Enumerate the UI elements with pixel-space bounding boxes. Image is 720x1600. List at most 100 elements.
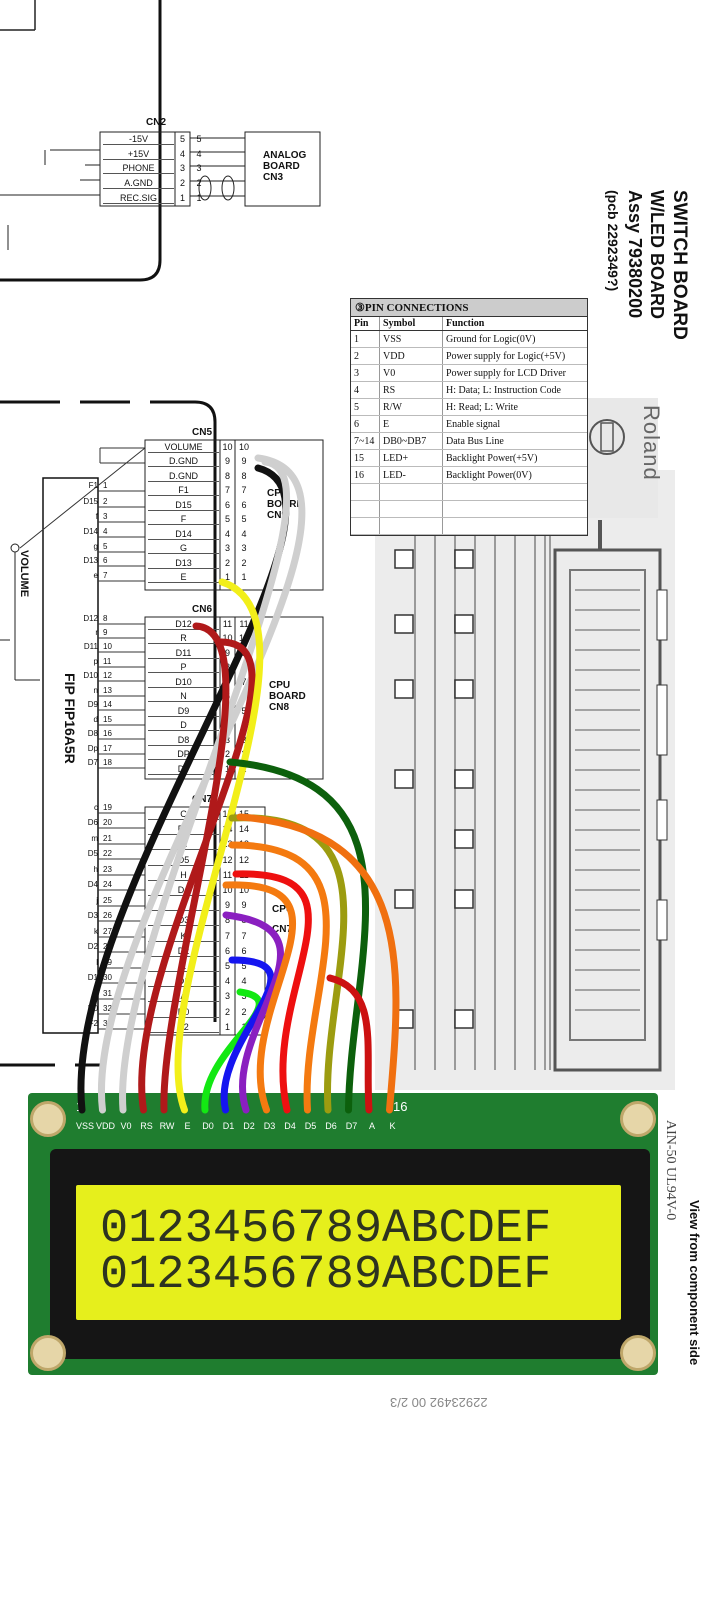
lcd-pin-label: RS <box>140 1121 153 1131</box>
connector-pin: 2 <box>179 178 185 189</box>
empty-cell <box>379 500 443 518</box>
connector-pin: 7 <box>224 485 230 496</box>
connector-signal: D15 <box>148 500 219 511</box>
fip-pin-label: D12 <box>83 614 98 623</box>
connector-pin: 5 <box>179 133 185 144</box>
lcd-pin-label: E <box>184 1121 191 1131</box>
fip-pin-label: d <box>93 715 98 724</box>
fip-pin-number: 24 <box>103 880 112 889</box>
fip-pin-label: D3 <box>87 911 98 920</box>
header-function: Function <box>442 317 587 331</box>
cn6-board-1: CPU <box>269 680 291 691</box>
fip-pin-number: 9 <box>103 628 108 637</box>
connector-mating-pin: 6 <box>241 945 247 956</box>
function-cell: Backlight Power(0V) <box>442 466 587 484</box>
connector-mating-pin: 10 <box>238 885 249 896</box>
fip-pin-label: D10 <box>83 671 98 680</box>
connector-mating-pin: 4 <box>241 528 247 539</box>
connector-mating-pin: 7 <box>241 485 247 496</box>
fip-pin-number: 23 <box>103 865 112 874</box>
cn2-title: CN2 <box>146 117 167 128</box>
wire-d1 <box>220 956 275 1114</box>
lcd-pin-label: K <box>389 1121 396 1131</box>
fip-pin-number: 26 <box>103 911 112 920</box>
pin-cell: 6 <box>351 415 380 433</box>
symbol-cell: R/W <box>379 398 443 416</box>
lcd-pin-label: D0 <box>202 1121 214 1131</box>
board-label: AIN-50 UL94V-0 <box>663 1120 678 1221</box>
fip-pin-label: f <box>95 512 98 521</box>
fip-pin-number: 19 <box>103 803 112 812</box>
connector-pin: 4 <box>224 528 230 539</box>
cn7-board-label: CPU CN7 <box>272 900 293 940</box>
connector-signal: E <box>148 572 219 584</box>
lcd-pin-label: RW <box>159 1121 175 1131</box>
empty-cell <box>351 483 380 501</box>
function-cell: Power supply for LCD Driver <box>442 364 587 382</box>
connector-signal: PHONE <box>103 163 174 175</box>
connector-signal: N <box>148 691 219 703</box>
empty-cell <box>442 500 587 518</box>
connector-signal: F <box>148 514 219 526</box>
connector-mating-pin: 9 <box>241 900 247 911</box>
cn6-board-3: CN8 <box>269 702 290 713</box>
fip-pin-number: 3 <box>103 512 108 521</box>
symbol-cell: VSS <box>379 330 443 348</box>
fip-pin-number: 32 <box>103 1004 112 1013</box>
lcd-pin-label: D2 <box>243 1121 255 1131</box>
connector-mating-pin: 12 <box>238 854 249 865</box>
cn7-board-1: CPU <box>272 904 294 915</box>
connector-pin: 11 <box>222 869 233 880</box>
pin-cell: 3 <box>351 364 380 382</box>
cn5-board-3: CN9 <box>267 510 288 521</box>
connector-pin: 8 <box>224 915 230 926</box>
fip-pin-label: j <box>96 896 98 905</box>
connector-signal: D <box>148 720 219 732</box>
fip-pin-number: 18 <box>103 758 112 767</box>
fip-pin-number: 4 <box>103 527 108 536</box>
fip-pin-number: 7 <box>103 571 108 580</box>
fip-pin-label: p <box>93 657 98 666</box>
lcd-pin-label: D5 <box>304 1121 317 1131</box>
pin-cell: 16 <box>351 466 380 484</box>
connector-mating-pin: 9 <box>241 456 247 467</box>
connector-signal: D10 <box>148 677 219 688</box>
connector-pin: 7 <box>224 930 230 941</box>
wire-d4 <box>232 870 312 1114</box>
cn6-board-label: CPU BOARD CN8 <box>269 680 306 713</box>
fip-pin-label: Dp <box>87 744 98 753</box>
wire-d5 <box>228 841 330 1114</box>
lcd-screen: 0123456789ABCDEF 0123456789ABCDEF <box>76 1185 621 1320</box>
lcd-pin-label: D7 <box>345 1121 358 1131</box>
lcd-last-pin: 16 <box>393 1099 408 1114</box>
wire-d7 <box>226 758 370 1114</box>
connector-pin: 1 <box>224 572 230 583</box>
connector-pin: 1 <box>224 763 230 774</box>
fip-pin-label: D11 <box>83 642 98 651</box>
connector-mating-pin: 3 <box>196 163 202 174</box>
fip-pin-number: 12 <box>103 671 112 680</box>
connector-pin: 10 <box>222 441 233 452</box>
connector-mating-pin: 7 <box>241 676 247 687</box>
lcd-pin-label: V0 <box>120 1121 132 1131</box>
fip-pin-label: D1 <box>87 973 98 982</box>
wire-d3 <box>222 881 297 1114</box>
connector-mating-pin: 1 <box>241 572 247 583</box>
symbol-cell: E <box>379 415 443 433</box>
fip-pin-label: k <box>94 927 98 936</box>
connector-mating-pin: 3 <box>241 991 247 1002</box>
function-cell: Data Bus Line <box>442 432 587 450</box>
fip-pin-number: 20 <box>103 818 112 827</box>
roland-area <box>578 398 658 518</box>
connector-mating-pin: 4 <box>241 976 247 987</box>
